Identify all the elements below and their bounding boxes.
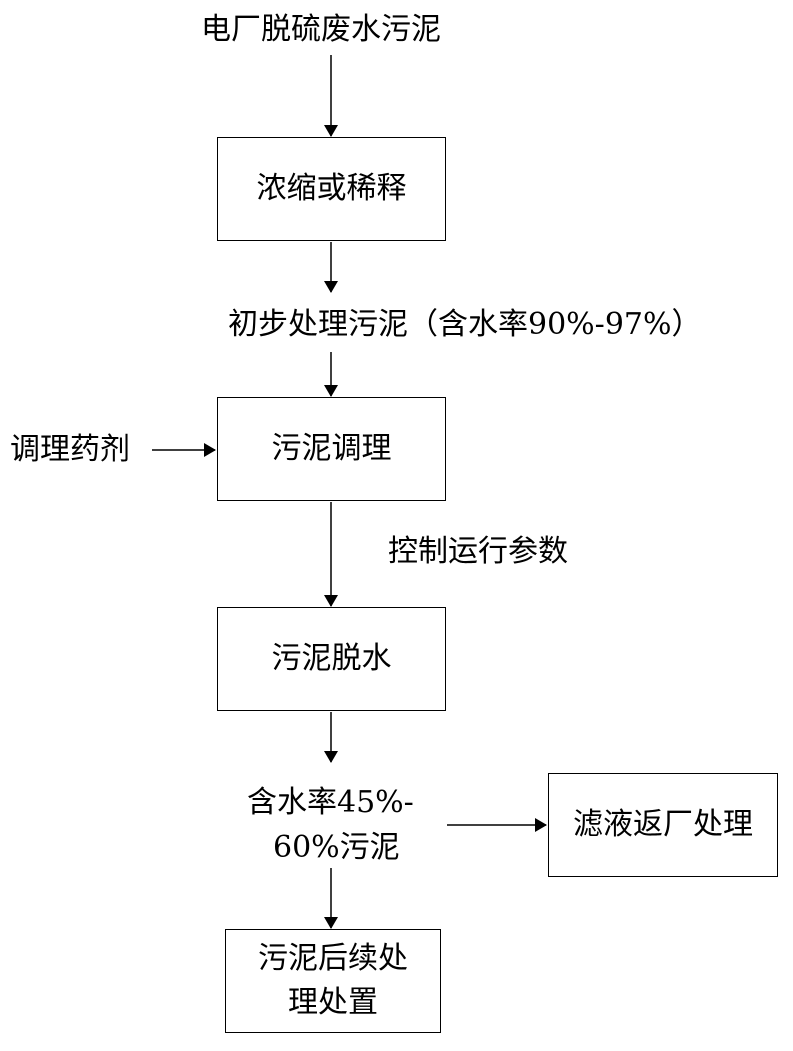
conditioning-box: 污泥调理 xyxy=(217,397,446,501)
concentrate-text: 浓缩或稀释 xyxy=(256,171,407,206)
conditioning-text: 污泥调理 xyxy=(271,431,392,466)
moisture-label-line2: 60%污泥 xyxy=(273,830,400,865)
filtrate-text: 滤液返厂处理 xyxy=(573,807,753,842)
agent-label: 调理药剂 xyxy=(10,432,130,467)
dewatering-text: 污泥脱水 xyxy=(271,641,392,676)
filtrate-box: 滤液返厂处理 xyxy=(548,773,778,877)
preliminary-label: 初步处理污泥（含水率90%-97%） xyxy=(228,307,702,342)
dewatering-box: 污泥脱水 xyxy=(217,607,446,711)
concentrate-box: 浓缩或稀释 xyxy=(217,137,446,241)
disposal-box: 污泥后续处 理处置 xyxy=(225,929,441,1033)
moisture-label-line1: 含水率45%- xyxy=(247,785,414,820)
disposal-text-line1: 污泥后续处 xyxy=(258,941,408,976)
disposal-text-line2: 理处置 xyxy=(288,985,378,1020)
source-label: 电厂脱硫废水污泥 xyxy=(201,12,441,47)
control-label: 控制运行参数 xyxy=(388,534,568,569)
